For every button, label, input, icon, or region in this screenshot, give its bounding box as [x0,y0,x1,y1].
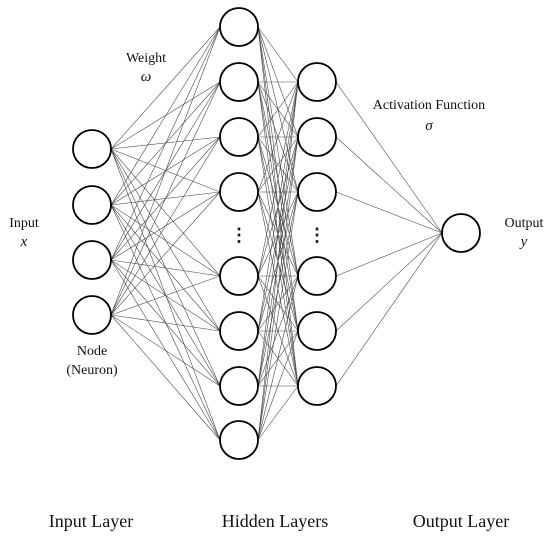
hidden-layers-title: Hidden Layers [222,511,328,531]
edge-hidden-2-2-to-output-1 [335,136,443,234]
edge-hidden-1-8-to-hidden-2-2 [257,136,299,441]
hidden-1-node-6 [219,311,259,351]
activation-function-label: Activation Function [373,98,485,113]
edge-input-2-to-hidden-1-1 [110,26,221,206]
edge-input-1-to-hidden-1-5 [110,148,221,277]
edge-input-3-to-hidden-1-1 [110,26,221,261]
hidden-2-node-1 [297,62,337,102]
edge-hidden-2-6-to-output-1 [335,232,443,387]
output-node-1 [441,213,481,253]
edge-hidden-1-7-to-hidden-2-1 [257,81,299,387]
hidden-1-node-5 [219,256,259,296]
input-node-4 [72,295,112,335]
input-layer-title: Input Layer [49,511,133,531]
network-nodes [72,7,481,460]
edge-hidden-2-1-to-output-1 [335,81,443,234]
hidden-1-node-2 [219,62,259,102]
node-label: Node [77,344,107,359]
edge-hidden-1-3-to-hidden-2-1 [257,81,299,138]
edge-input-1-to-hidden-1-8 [110,148,221,441]
weight-symbol: ω [141,69,152,85]
edge-input-1-to-hidden-1-7 [110,148,221,387]
edge-input-4-to-hidden-1-6 [110,314,221,332]
hidden-layer-2-ellipsis: ⋮ [308,225,326,245]
input-node-3 [72,240,112,280]
edge-input-4-to-hidden-1-1 [110,26,221,316]
edge-hidden-1-4-to-hidden-2-1 [257,81,299,193]
edge-input-3-to-hidden-1-5 [110,259,221,277]
edge-input-1-to-hidden-1-1 [110,26,221,150]
connection-edges [110,26,443,441]
weight-label: Weight [126,51,166,66]
hidden-2-node-6 [297,366,337,406]
neuron-label: (Neuron) [66,363,118,378]
input-node-1 [72,129,112,169]
edge-hidden-2-3-to-output-1 [335,191,443,234]
edge-hidden-1-5-to-hidden-2-1 [257,81,299,277]
input-node-2 [72,185,112,225]
input-label: Input [9,216,39,231]
hidden-2-node-2 [297,117,337,157]
edge-hidden-2-5-to-output-1 [335,232,443,332]
edge-hidden-1-8-to-hidden-2-6 [257,385,299,441]
edge-hidden-1-1-to-hidden-2-4 [257,26,299,277]
edge-input-4-to-hidden-1-3 [110,136,221,316]
edge-input-4-to-hidden-1-8 [110,314,221,441]
edge-input-4-to-hidden-1-4 [110,191,221,316]
hidden-2-node-4 [297,256,337,296]
output-label: Output [505,216,544,231]
activation-symbol: σ [425,118,433,134]
edge-hidden-1-4-to-hidden-2-2 [257,136,299,193]
edge-hidden-1-8-to-hidden-2-3 [257,191,299,441]
hidden-2-node-3 [297,172,337,212]
output-layer-title: Output Layer [413,511,509,531]
edge-hidden-1-8-to-hidden-2-4 [257,275,299,441]
edge-input-1-to-hidden-1-6 [110,148,221,332]
edge-hidden-1-7-to-hidden-2-4 [257,275,299,387]
hidden-1-node-1 [219,7,259,47]
edge-input-4-to-hidden-1-7 [110,314,221,387]
hidden-1-node-3 [219,117,259,157]
hidden-1-node-8 [219,420,259,460]
edge-input-2-to-hidden-1-8 [110,204,221,441]
edge-hidden-2-4-to-output-1 [335,232,443,277]
output-symbol: y [519,234,528,250]
hidden-1-node-4 [219,172,259,212]
edge-input-2-to-hidden-1-5 [110,204,221,277]
edge-hidden-1-8-to-hidden-2-1 [257,81,299,441]
edge-hidden-1-6-to-hidden-2-4 [257,275,299,332]
edge-hidden-1-1-to-hidden-2-1 [257,26,299,83]
hidden-2-node-5 [297,311,337,351]
edge-hidden-1-6-to-hidden-2-1 [257,81,299,332]
edge-input-3-to-hidden-1-8 [110,259,221,441]
edge-input-4-to-hidden-1-2 [110,81,221,316]
edge-hidden-1-8-to-hidden-2-5 [257,330,299,441]
hidden-layer-1-ellipsis: ⋮ [230,225,248,245]
hidden-1-node-7 [219,366,259,406]
edge-input-4-to-hidden-1-5 [110,275,221,316]
input-symbol: x [20,234,28,250]
